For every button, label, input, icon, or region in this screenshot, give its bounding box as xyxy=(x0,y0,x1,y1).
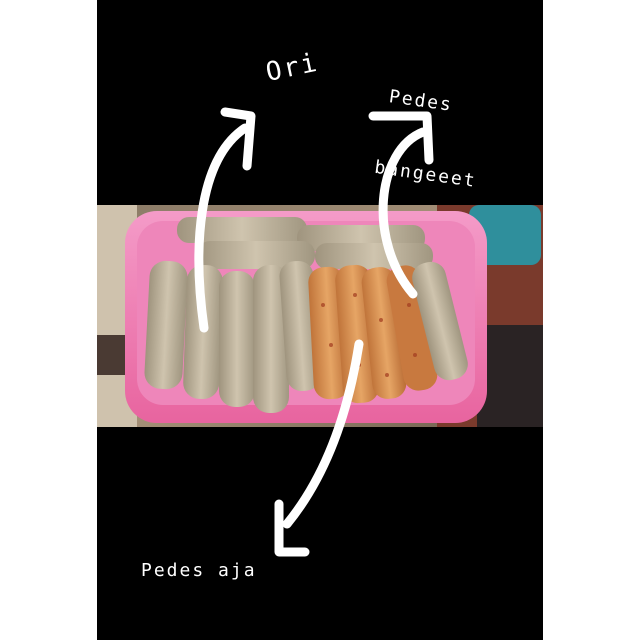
roll-plain-3 xyxy=(219,271,255,407)
dark-corner xyxy=(477,325,543,427)
label-ori: Ori xyxy=(263,47,322,88)
poster: Ori Pedes bangeeet Pedes aja xyxy=(97,0,543,640)
left-dark-object xyxy=(97,335,127,375)
roll-plain-1 xyxy=(144,260,188,390)
roll-back-4 xyxy=(315,243,433,269)
label-pedes-bangeeet-line2: bangeeet xyxy=(373,156,478,192)
front-rolls xyxy=(144,260,468,413)
roll-plain-4 xyxy=(253,265,289,413)
roll-back-1 xyxy=(177,217,307,243)
arrow-ori-head xyxy=(220,107,256,171)
roll-plain-2 xyxy=(183,264,223,400)
food-photo xyxy=(97,205,543,427)
arrow-pedes-aja-head xyxy=(274,499,310,557)
label-pedes-aja: Pedes aja xyxy=(141,560,257,581)
label-pedes-bangeeet-line1: Pedes xyxy=(387,86,455,116)
